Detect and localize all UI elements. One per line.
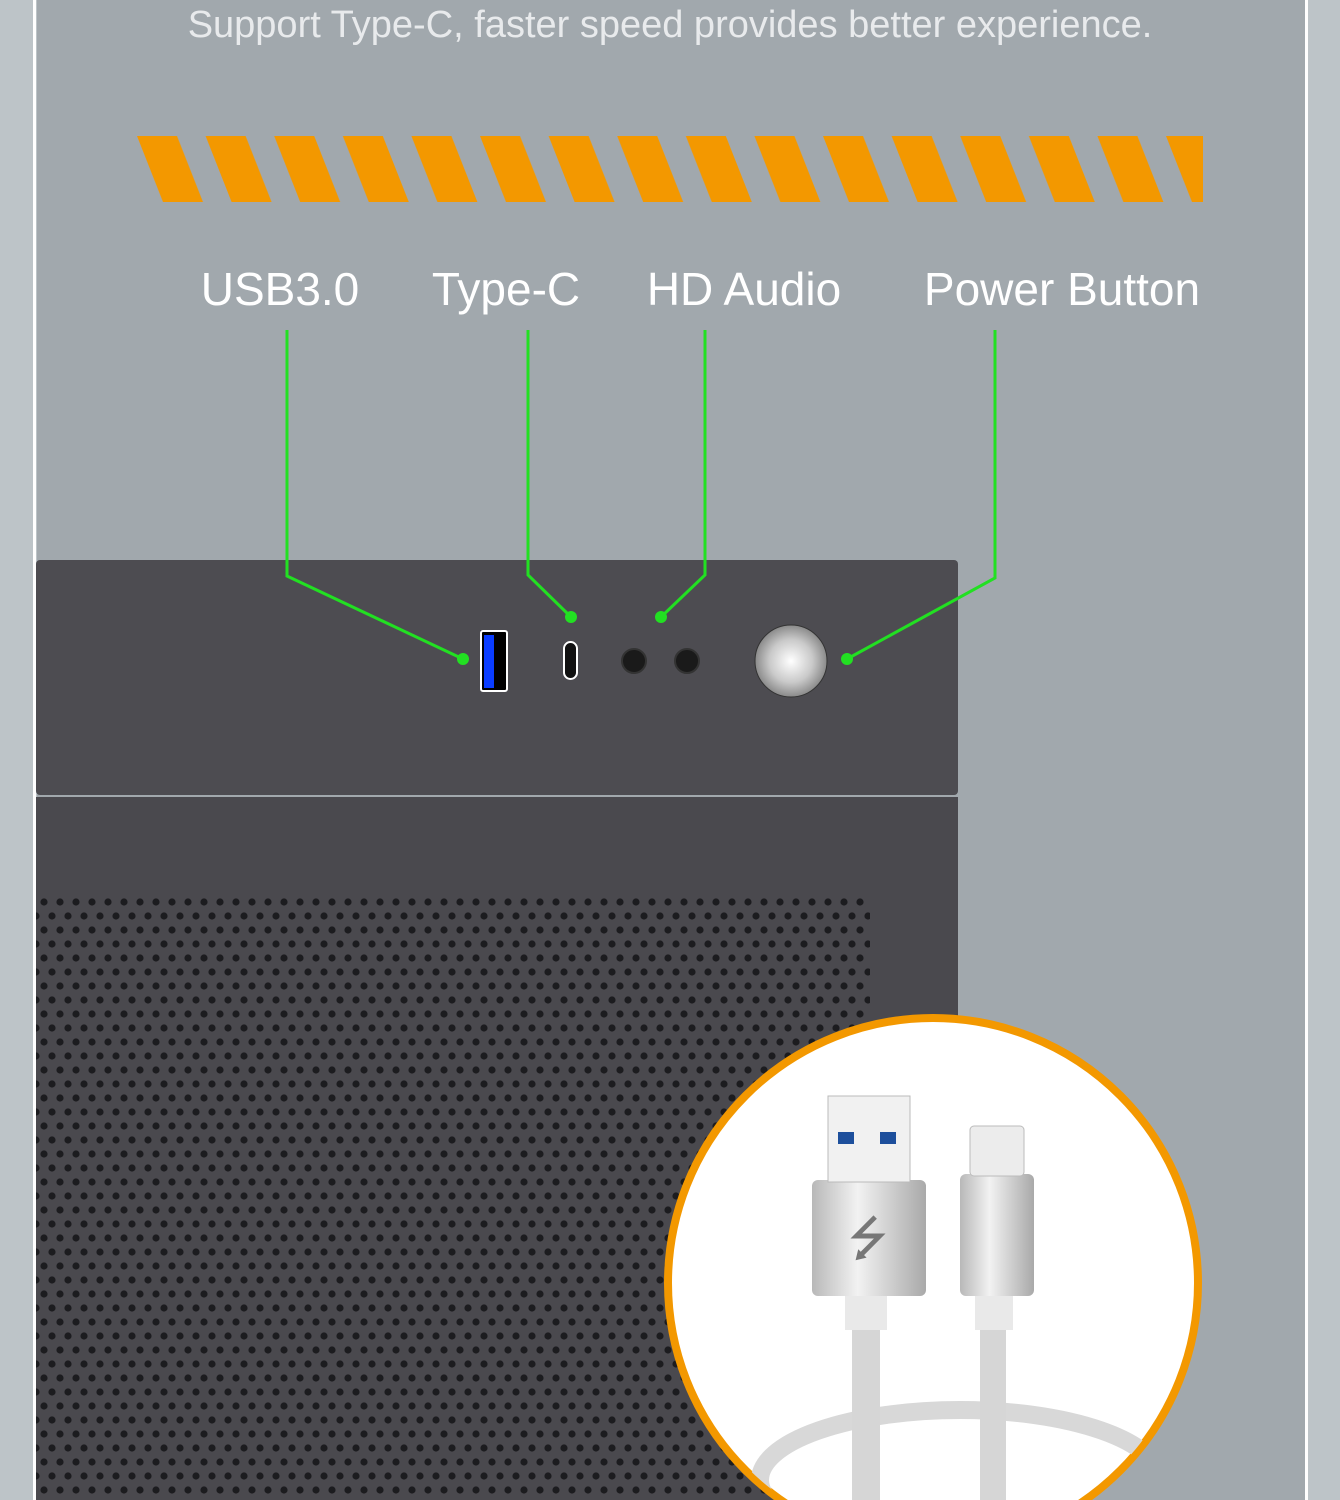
usb3-port — [480, 630, 508, 692]
label-usb3: USB3.0 — [200, 263, 360, 315]
leader-lines — [285, 330, 997, 661]
left-border — [33, 0, 36, 1500]
power-button — [754, 624, 828, 698]
tagline: Support Type-C, faster speed provides be… — [187, 4, 1153, 46]
label-power-button: Power Button — [923, 263, 1201, 315]
usb-icon: ⭍ — [848, 1213, 888, 1266]
leader-dots — [457, 611, 853, 665]
type-c-port — [563, 641, 578, 680]
usb-a-plug — [812, 1180, 926, 1296]
hazard-stripe-divider — [137, 136, 1203, 202]
cable-inset: ⭍ — [664, 1014, 1202, 1500]
type-c-plug — [960, 1174, 1034, 1296]
audio-jacks — [621, 648, 700, 674]
label-type-c: Type-C — [431, 263, 581, 315]
right-border — [1305, 0, 1308, 1500]
label-hd-audio: HD Audio — [646, 263, 842, 315]
